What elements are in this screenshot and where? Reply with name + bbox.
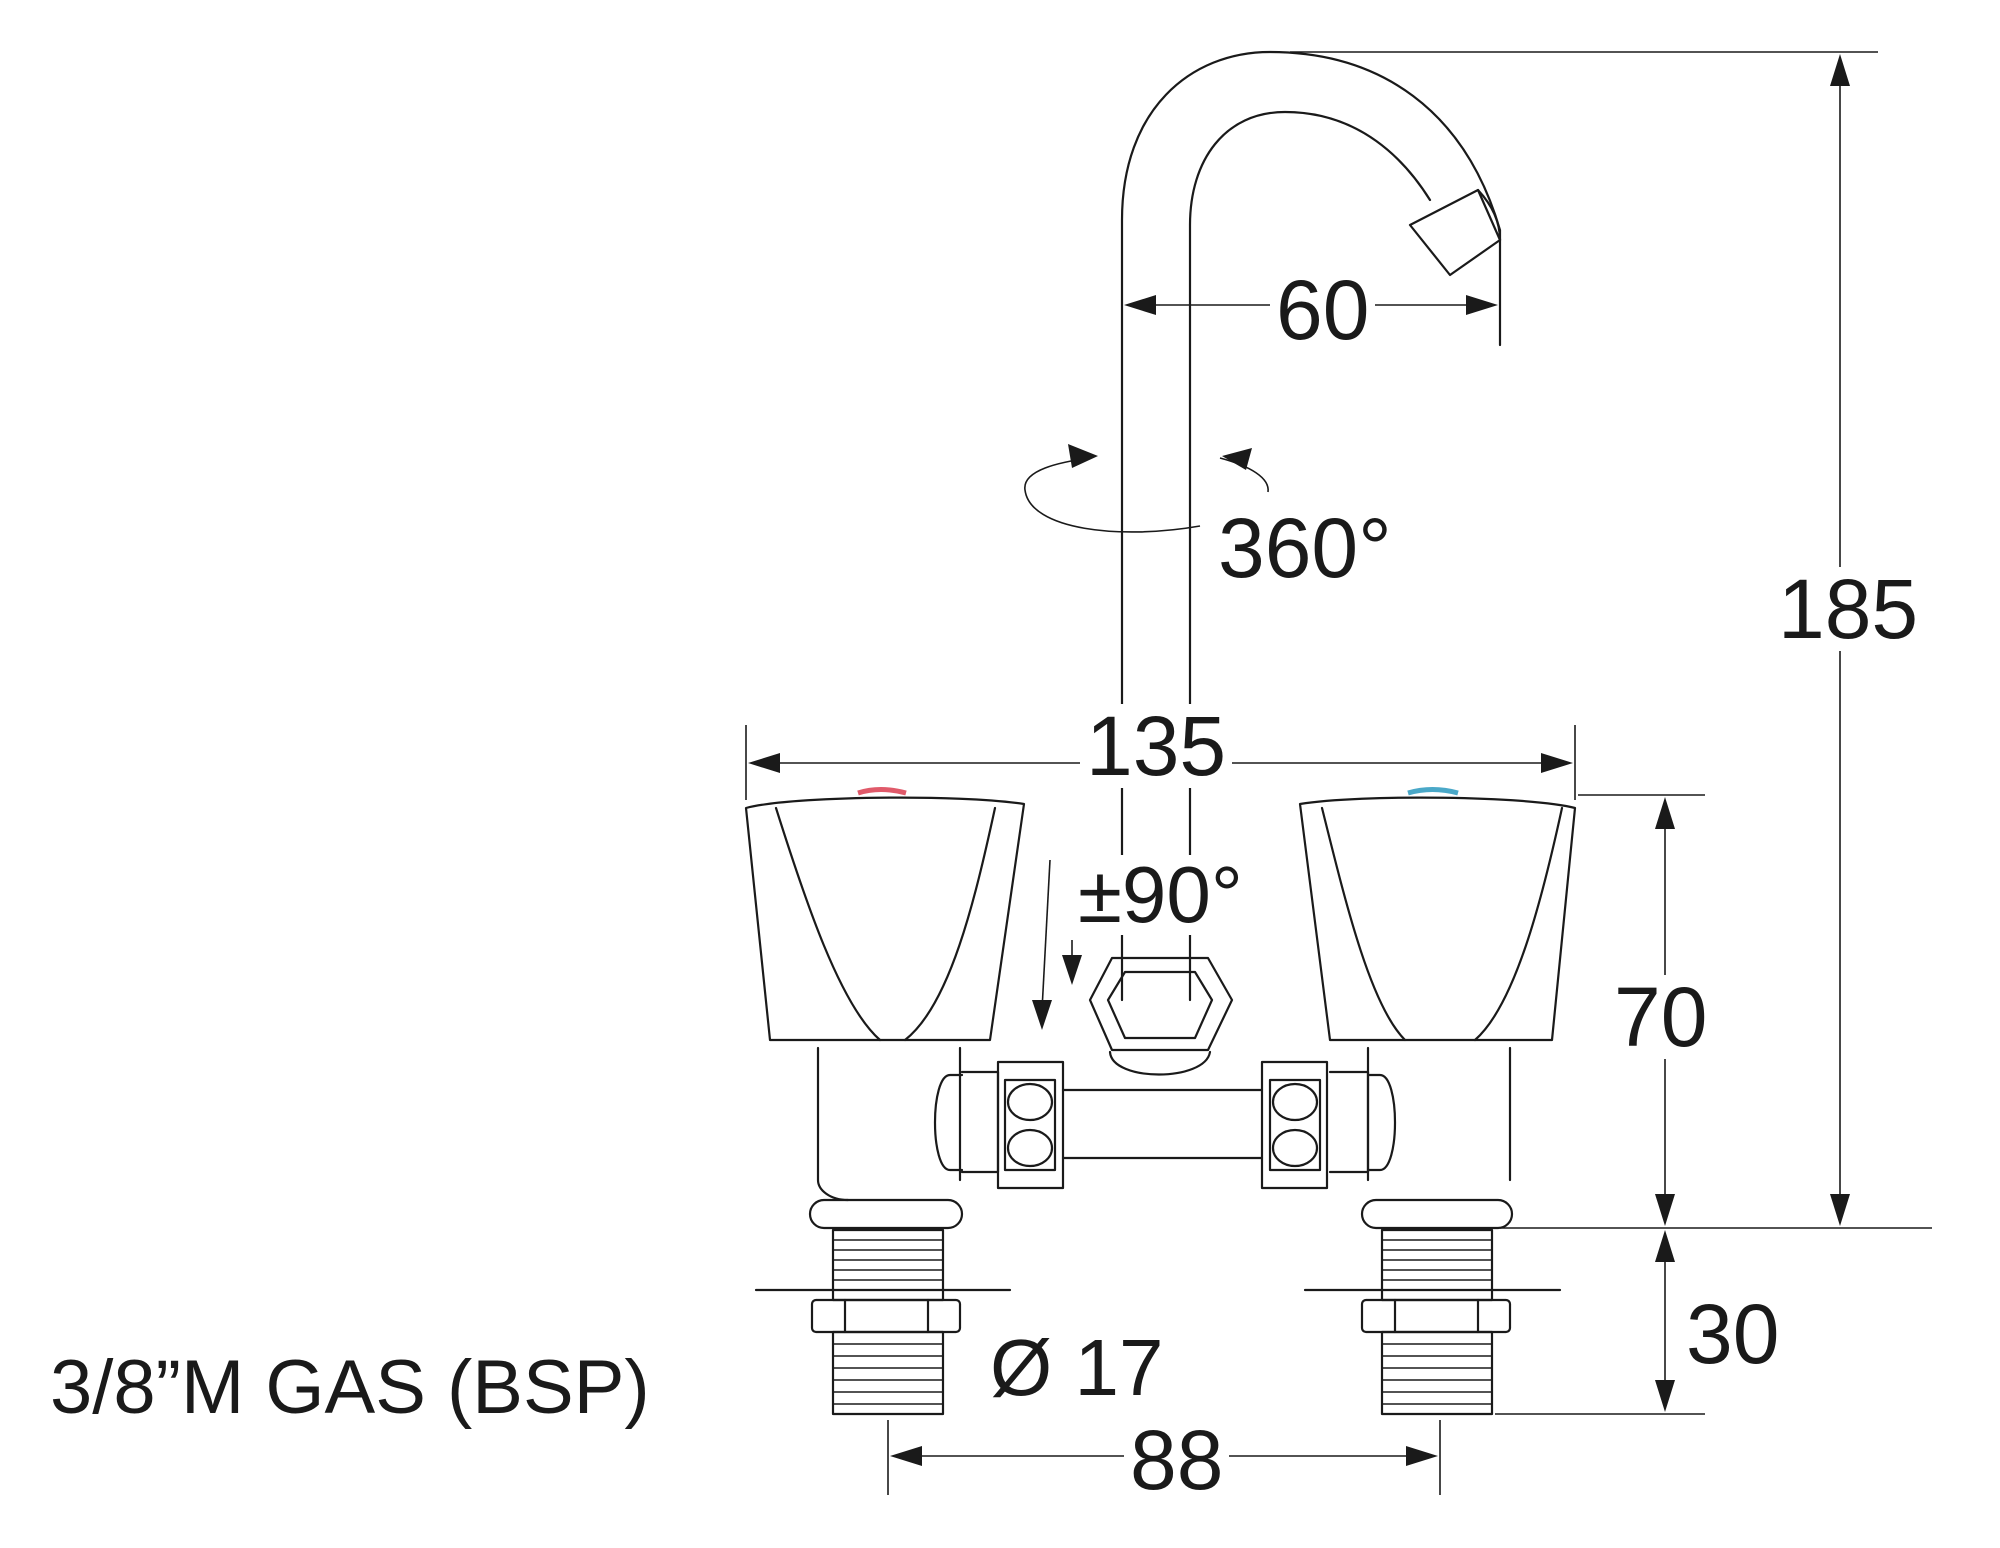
dimension-185 (1290, 51, 1932, 1229)
angle-label-90: ±90° (1072, 855, 1249, 935)
hole-diameter-label: Ø 17 (984, 1328, 1170, 1408)
dimension-label-88: 88 (1124, 1418, 1230, 1502)
hot-valve-body (808, 1046, 1000, 1230)
dimension-label-60: 60 (1270, 268, 1376, 352)
hot-tailpiece (754, 1228, 1012, 1416)
cold-tailpiece (1303, 1228, 1562, 1416)
hot-marker (857, 787, 907, 796)
rotation-90-arrows (1032, 859, 1082, 1030)
dimension-label-30: 30 (1680, 1292, 1786, 1376)
bridge-and-nuts (996, 956, 1329, 1190)
dimension-label-70: 70 (1608, 975, 1714, 1059)
cold-handle (1298, 787, 1577, 1042)
cold-valve-body (1328, 1046, 1514, 1230)
dimension-30 (1495, 1230, 1705, 1415)
angle-label-360: 360° (1212, 506, 1398, 590)
hot-handle (744, 787, 1026, 1042)
rotation-360-arrow (1024, 444, 1269, 533)
thread-spec-label: 3/8”M GAS (BSP) (50, 1345, 650, 1430)
dimension-label-185: 185 (1772, 567, 1925, 651)
dimension-label-135: 135 (1080, 704, 1233, 788)
swivel-spout (1120, 50, 1502, 1002)
cold-marker (1407, 787, 1459, 796)
